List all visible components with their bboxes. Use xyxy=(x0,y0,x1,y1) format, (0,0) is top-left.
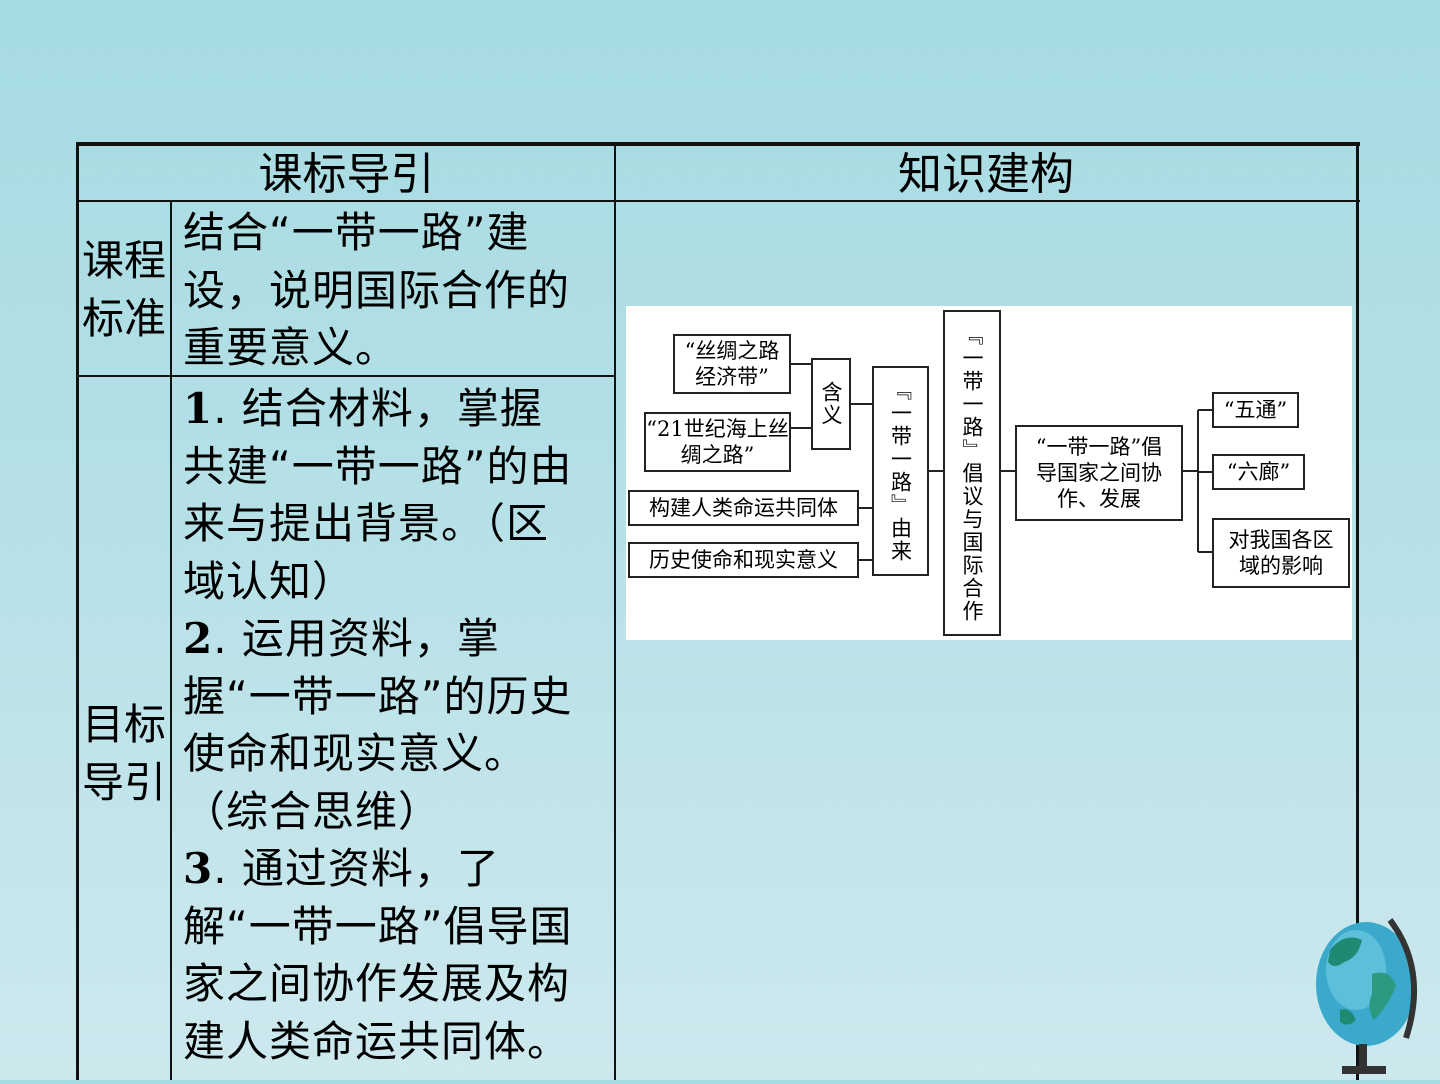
silk-road-belt-box: “丝绸之路经济带” xyxy=(673,334,791,394)
table-header-divider xyxy=(76,200,1360,202)
goal-number: 1 xyxy=(183,384,214,433)
table-top-border xyxy=(76,142,1360,146)
goal-item-1: 1. 结合材料，掌握共建“一带一路”的由来与提出背景。（区域认知） xyxy=(183,380,583,610)
goal-text: . 结合材料，掌握共建“一带一路”的由来与提出背景。（区域认知） xyxy=(183,384,573,606)
table-inner-divider xyxy=(170,200,172,1080)
community-box: 构建人类命运共同体 xyxy=(628,490,859,526)
table-left-border xyxy=(76,142,79,1080)
goal-item-3: 3. 通过资料，了解“一带一路”倡导国家之间协作发展及构建人类命运共同体。 xyxy=(183,840,583,1070)
knowledge-diagram: “丝绸之路经济带” “21世纪海上丝绸之路” 含义 构建人类命运共同体 历史使命… xyxy=(626,306,1352,640)
header-right-title: 知识建构 xyxy=(898,149,1074,200)
table-mid-divider xyxy=(614,142,616,1080)
globe-icon xyxy=(1310,910,1428,1080)
five-links-box: “五通” xyxy=(1212,392,1299,428)
six-corridors-box: “六廊” xyxy=(1212,454,1305,490)
maritime-silk-road-box: “21世纪海上丝绸之路” xyxy=(644,412,791,472)
goals-list: 1. 结合材料，掌握共建“一带一路”的由来与提出背景。（区域认知） 2. 运用资… xyxy=(183,380,583,1070)
initiative-box: 『一带一路』倡议与国际合作 xyxy=(943,310,1001,636)
meaning-box: 含义 xyxy=(811,358,851,450)
mission-box: 历史使命和现实意义 xyxy=(628,542,859,578)
goal-text: . 通过资料，了解“一带一路”倡导国家之间协作发展及构建人类命运共同体。 xyxy=(183,844,573,1066)
standard-text: 结合“一带一路”建设，说明国际合作的重要意义。 xyxy=(183,208,571,372)
goals-label: 目标导引 xyxy=(81,700,166,807)
diagram-connectors xyxy=(790,363,1213,561)
table-row-divider xyxy=(76,375,616,377)
table-right-border xyxy=(1356,142,1359,1080)
goal-text: . 运用资料，掌握“一带一路”的历史使命和现实意义。（综合思维） xyxy=(183,614,573,836)
goal-number: 2 xyxy=(183,614,214,663)
regional-impact-box: 对我国各区域的影响 xyxy=(1212,518,1350,588)
header-left-title: 课标导引 xyxy=(258,149,435,200)
standard-label: 课程标准 xyxy=(81,236,166,343)
origin-box: 『一带一路』由来 xyxy=(872,366,929,576)
cooperation-box: “一带一路”倡导国家之间协作、发展 xyxy=(1015,425,1183,521)
goal-item-2: 2. 运用资料，掌握“一带一路”的历史使命和现实意义。（综合思维） xyxy=(183,610,583,840)
goal-number: 3 xyxy=(183,844,214,893)
